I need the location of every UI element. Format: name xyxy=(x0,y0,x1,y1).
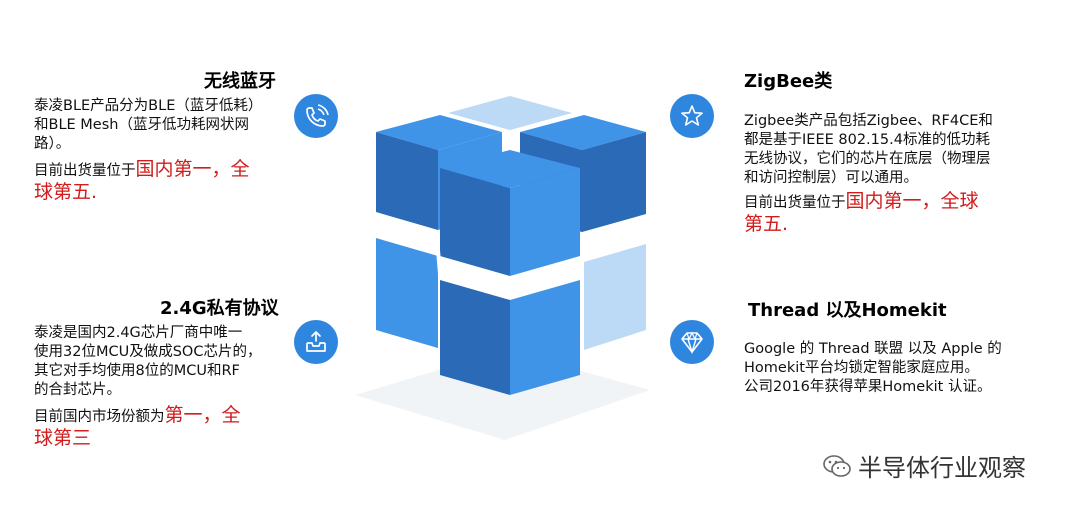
thread-line-3: 公司2016年获得苹果Homekit 认证。 xyxy=(744,379,992,395)
phone-bluetooth-icon xyxy=(294,94,338,138)
cube-bottom-right xyxy=(584,244,646,350)
cube-bottom-left xyxy=(376,238,438,348)
ble-rank-prefix: 目前出货量位于 xyxy=(34,163,136,179)
ble-line-1: 泰凌BLE产品分为BLE（蓝牙低耗） xyxy=(34,98,263,114)
cube-bottom-front xyxy=(440,280,510,395)
ble-title: 无线蓝牙 xyxy=(204,71,276,92)
zigbee-line-3: 无线协议，它们的芯片在底层（物理层 xyxy=(744,151,991,167)
g24-rank-emphasis-a: 第一，全 xyxy=(164,404,241,426)
ble-description: 泰凌BLE产品分为BLE（蓝牙低耗） 和BLE Mesh（蓝牙低功耗网状网 路）… xyxy=(34,97,284,203)
zigbee-line-4: 和访问控制层）可以通用。 xyxy=(744,170,918,186)
g24-line-3: 其它对手均使用8位的MCU和RF xyxy=(34,363,240,379)
zigbee-line-2: 都是基于IEEE 802.15.4标准的低功耗 xyxy=(744,132,990,148)
ble-line-2: 和BLE Mesh（蓝牙低功耗网状网 xyxy=(34,117,249,133)
g24-title: 2.4G私有协议 xyxy=(160,298,279,319)
zigbee-rank-emphasis-b: 第五. xyxy=(744,213,789,235)
thread-line-1: Google 的 Thread 联盟 以及 Apple 的 xyxy=(744,341,1002,357)
g24-description: 泰凌是国内2.4G芯片厂商中唯一 使用32位MCU及做成SOC芯片的， 其它对手… xyxy=(34,324,294,449)
cube-top-back xyxy=(448,96,572,130)
cube-top-right xyxy=(520,115,646,150)
watermark-text: 半导体行业观察 xyxy=(858,454,1026,482)
cube-top-front xyxy=(440,150,580,188)
zigbee-rank: 目前出货量位于国内第一，全球 xyxy=(744,190,1044,213)
g24-rank-emphasis-b: 球第三 xyxy=(34,427,92,449)
upload-tray-icon xyxy=(294,320,338,364)
ble-rank: 目前出货量位于国内第一，全 xyxy=(34,158,284,181)
ble-line-3: 路）。 xyxy=(34,136,71,152)
zigbee-line-1: Zigbee类产品包括Zigbee、RF4CE和 xyxy=(744,113,993,129)
thread-description: Google 的 Thread 联盟 以及 Apple 的 Homekit平台均… xyxy=(744,340,1054,397)
g24-line-2: 使用32位MCU及做成SOC芯片的， xyxy=(34,344,262,360)
g24-line-4: 的合封芯片。 xyxy=(34,382,121,398)
zigbee-title: ZigBee类 xyxy=(744,71,833,92)
g24-rank-prefix: 目前国内市场份额为 xyxy=(34,409,165,425)
diamond-icon xyxy=(670,320,714,364)
ble-rank-emphasis-a: 国内第一，全 xyxy=(135,158,250,180)
g24-line-1: 泰凌是国内2.4G芯片厂商中唯一 xyxy=(34,325,243,341)
g24-rank: 目前国内市场份额为第一，全 xyxy=(34,404,294,427)
zigbee-rank-emphasis-a: 国内第一，全球 xyxy=(845,190,979,212)
wechat-icon xyxy=(823,454,851,477)
thread-line-2: Homekit平台均锁定智能家庭应用。 xyxy=(744,360,979,376)
zigbee-description: Zigbee类产品包括Zigbee、RF4CE和 都是基于IEEE 802.15… xyxy=(744,112,1044,235)
thread-title: Thread 以及Homekit xyxy=(748,300,947,321)
star-icon xyxy=(670,94,714,138)
zigbee-rank-prefix: 目前出货量位于 xyxy=(744,195,846,211)
ble-rank-emphasis-b: 球第五. xyxy=(34,181,98,203)
watermark: 半导体行业观察 xyxy=(822,448,1026,483)
cube-top-left xyxy=(376,115,502,150)
